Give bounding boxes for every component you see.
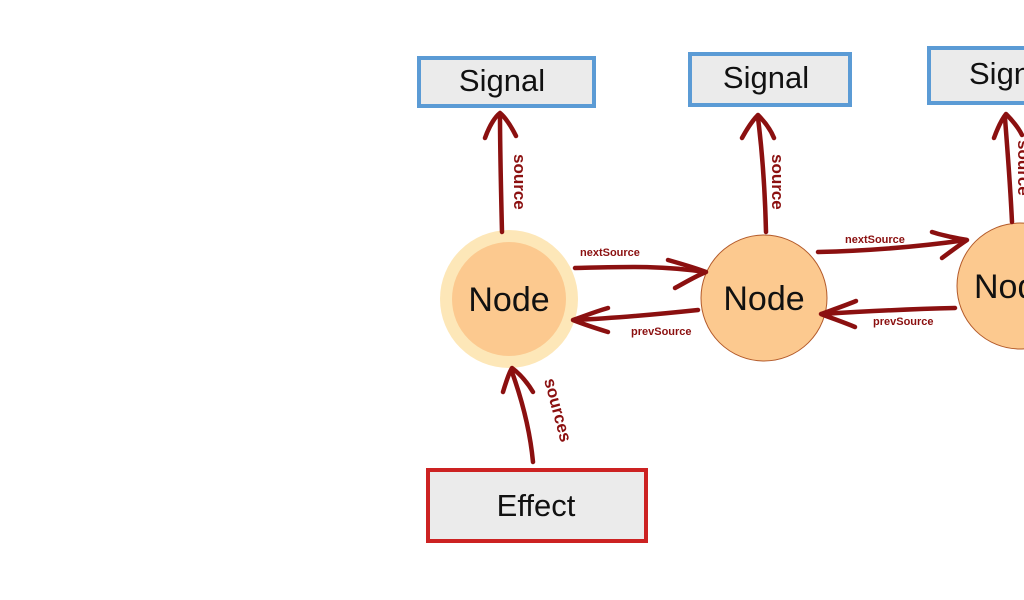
prev-source-arrow-1 (572, 307, 701, 323)
node-label-1: Node (468, 281, 549, 319)
next-source-label-2: nextSource (845, 234, 905, 246)
prev-source-arrow-1-head (570, 305, 611, 335)
source-arrow-1-head (482, 110, 519, 141)
node-label-2: Node (723, 280, 804, 318)
source-label-2: source (768, 154, 787, 210)
source-arrow-2 (755, 115, 769, 235)
next-source-label-1: nextSource (580, 247, 640, 259)
signal-box-3: Signal (927, 46, 1024, 105)
prev-source-label-1: prevSource (631, 326, 692, 338)
prev-source-arrow-2-head (818, 298, 859, 330)
next-source-arrow-2 (815, 237, 969, 255)
signal-label-1: Signal (459, 63, 545, 98)
sources-arrow (509, 369, 536, 465)
source-label-3: source (1014, 140, 1024, 196)
source-label-1: source (510, 154, 529, 210)
sources-label: sources (540, 376, 575, 444)
signal-label-3: Signal (969, 56, 1024, 91)
prev-source-label-2: prevSource (873, 316, 934, 328)
signal-box-1: Signal (417, 56, 596, 108)
prev-source-arrow-2 (819, 305, 958, 317)
next-source-arrow-2-head (929, 229, 970, 261)
next-source-arrow-1-head (665, 257, 709, 291)
effect-label: Effect (497, 488, 576, 523)
node-2: Node (700, 234, 828, 362)
source-arrow-2-head (739, 112, 777, 141)
source-arrow-3 (1002, 115, 1015, 225)
signal-label-2: Signal (723, 60, 809, 95)
source-arrow-3-head (991, 111, 1024, 141)
node-1: Node (440, 230, 578, 368)
next-source-arrow-1 (572, 264, 708, 275)
sources-arrow-head (500, 365, 536, 395)
source-arrow-1 (497, 113, 505, 235)
node-3: Node (956, 222, 1024, 350)
effect-box: Effect (426, 468, 648, 543)
signal-box-2: Signal (688, 52, 852, 107)
node-label-3: Node (974, 268, 1024, 306)
